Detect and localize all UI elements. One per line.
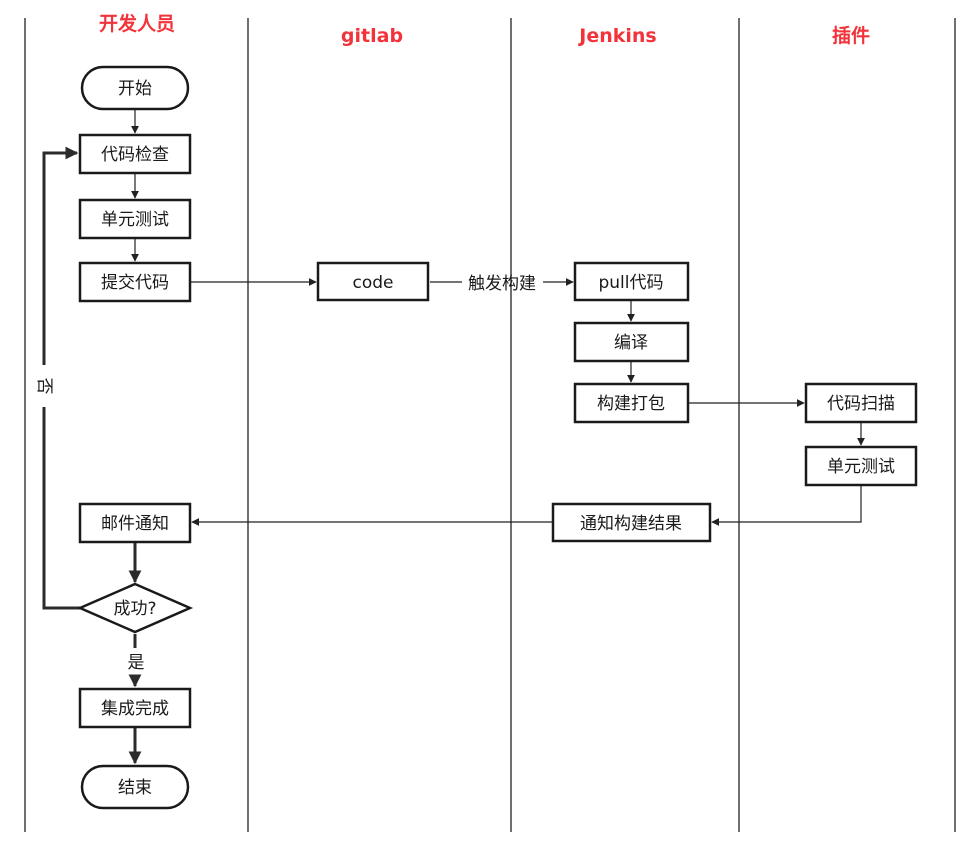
node-code-check-label: 代码检查 (101, 145, 169, 165)
edge-label-yes: 是 (128, 653, 145, 673)
node-compile (573, 321, 690, 363)
node-notify-result (551, 502, 712, 543)
node-unit-test-dev (78, 198, 192, 240)
node-code-scan (804, 382, 918, 424)
edges (42, 110, 865, 765)
node-build-package-label: 构建打包 (597, 394, 665, 414)
node-compile-label: 编译 (614, 333, 648, 353)
node-build-package (573, 382, 690, 424)
node-integration-done-label: 集成完成 (101, 699, 169, 719)
node-pull-code (573, 261, 690, 302)
node-code-check (78, 133, 192, 175)
node-success-decision (76, 582, 194, 634)
node-integration-done (78, 687, 192, 729)
node-code (316, 261, 430, 302)
node-code-label: code (353, 273, 394, 293)
node-end-label: 结束 (118, 778, 152, 798)
lane-dividers (24, 18, 956, 832)
edge-label-trigger-build: 触发构建 (468, 274, 536, 294)
node-start (80, 65, 190, 111)
edge-label-bg (34, 365, 54, 407)
node-notify-result-label: 通知构建结果 (580, 514, 682, 534)
node-pull-code-label: pull代码 (598, 273, 663, 293)
lane-header-plugin: 插件 (832, 24, 870, 47)
node-success-label: 成功? (113, 599, 156, 619)
node-submit-code (78, 261, 192, 303)
node-unit-test-dev-label: 单元测试 (101, 210, 169, 230)
lane-header-gitlab: gitlab (341, 25, 403, 47)
lane-header-developer: 开发人员 (99, 12, 175, 35)
node-end (80, 764, 190, 810)
edge-unittest-to-notify (711, 486, 862, 526)
node-start-label: 开始 (118, 79, 152, 99)
node-unit-test-plugin (804, 445, 918, 487)
node-email-notify-label: 邮件通知 (101, 514, 169, 534)
node-code-scan-label: 代码扫描 (827, 394, 895, 414)
node-submit-code-label: 提交代码 (101, 273, 169, 293)
lane-header-jenkins: Jenkins (577, 25, 656, 47)
edge-label-no: 否 (34, 378, 54, 395)
node-unit-test-plugin-label: 单元测试 (827, 457, 895, 477)
node-email-notify (78, 502, 192, 544)
